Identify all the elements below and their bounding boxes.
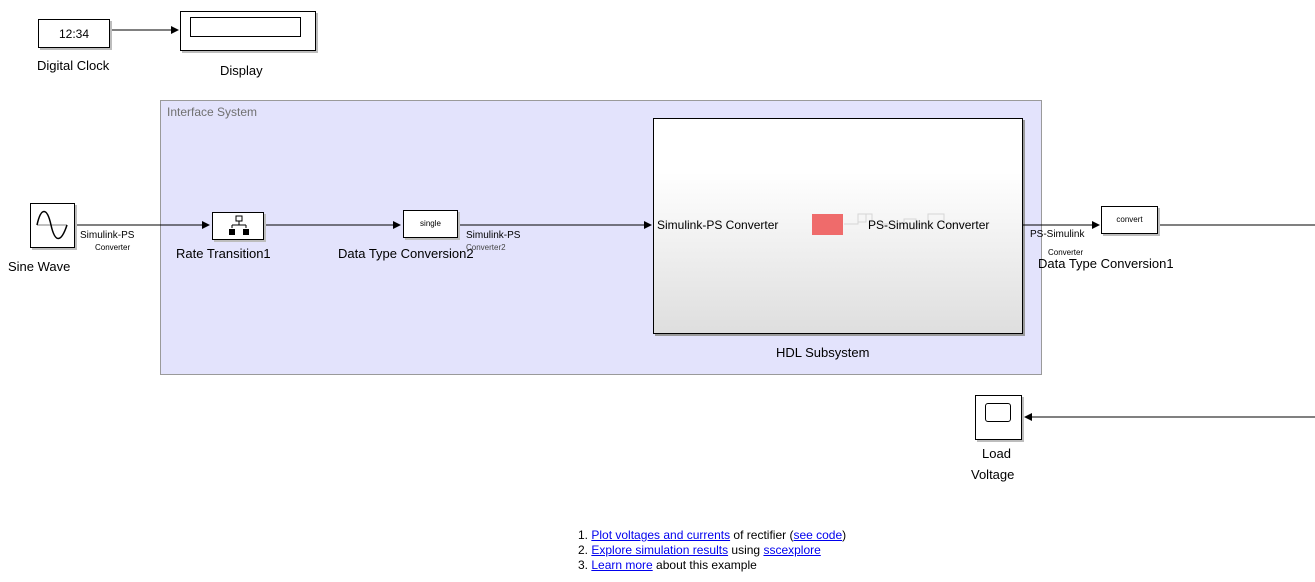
- example-notes: 1. Plot voltages and currents of rectifi…: [578, 528, 846, 573]
- sine-wave-icon: [36, 210, 68, 240]
- sine-conv-line1: Simulink-PS: [80, 230, 135, 241]
- note-3: 3. Learn more about this example: [578, 558, 846, 573]
- explore-results-link[interactable]: Explore simulation results: [591, 543, 729, 557]
- note-2-number: 2.: [578, 543, 592, 557]
- rate-transition-icon: [229, 215, 249, 235]
- display-window: [190, 17, 301, 37]
- load-voltage-label-line2: Voltage: [971, 467, 1015, 482]
- interface-system-title: Interface System: [167, 105, 258, 119]
- hdl-subsystem-label: HDL Subsystem: [776, 345, 870, 360]
- hdl-right-port-label: PS-Simulink Converter: [868, 218, 990, 232]
- note-1-number: 1.: [578, 528, 592, 542]
- digital-clock-block[interactable]: 12:34: [38, 19, 110, 48]
- dtc1-conv-line1: PS-Simulink: [1030, 229, 1085, 240]
- sscexplore-link[interactable]: sscexplore: [763, 543, 821, 557]
- note-2-text: using: [728, 543, 764, 557]
- sine-wave-label: Sine Wave: [8, 259, 71, 274]
- plot-voltages-link[interactable]: Plot voltages and currents: [591, 528, 731, 542]
- dtc1-text: convert: [1116, 215, 1143, 224]
- note-2: 2. Explore simulation results using ssce…: [578, 543, 846, 558]
- hdl-left-port-label: Simulink-PS Converter: [657, 218, 779, 232]
- rate-transition-block[interactable]: [212, 212, 264, 240]
- dtc2-conv-line2: Converter2: [466, 243, 506, 252]
- learn-more-link[interactable]: Learn more: [591, 558, 653, 572]
- display-block[interactable]: [180, 11, 316, 51]
- hdl-subsystem-block[interactable]: Simulink-PS Converter PS-Simulink Conver…: [653, 118, 1023, 360]
- data-type-conversion2-label: Data Type Conversion2: [338, 246, 474, 261]
- data-type-conversion1-block[interactable]: convert: [1101, 206, 1158, 234]
- note-1: 1. Plot voltages and currents of rectifi…: [578, 528, 846, 543]
- sine-conv-line2: Converter: [95, 243, 131, 252]
- scope-icon: [985, 403, 1011, 422]
- sine-wave-block[interactable]: [30, 203, 75, 248]
- data-type-conversion2-block[interactable]: single: [403, 210, 458, 238]
- note-1-text: of rectifier (: [730, 528, 794, 542]
- note-3-text: about this example: [652, 558, 757, 572]
- rate-transition-label: Rate Transition1: [176, 246, 271, 261]
- see-code-link[interactable]: see code: [793, 528, 843, 542]
- data-type-conversion1-label: Data Type Conversion1: [1038, 256, 1174, 271]
- hdl-solver-block[interactable]: [812, 214, 843, 235]
- load-voltage-scope-block[interactable]: [975, 395, 1022, 440]
- load-voltage-label-line1: Load: [982, 446, 1011, 461]
- dtc1-conv-line2: Converter: [1048, 248, 1084, 257]
- display-label: Display: [220, 63, 263, 78]
- digital-clock-label: Digital Clock: [37, 58, 110, 73]
- note-1-suffix: ): [842, 528, 847, 542]
- dtc2-text: single: [420, 219, 441, 228]
- note-3-number: 3.: [578, 558, 592, 572]
- clock-readout: 12:34: [58, 27, 90, 41]
- hdl-faint-wiring: [844, 213, 964, 230]
- dtc2-conv-line1: Simulink-PS: [466, 230, 521, 241]
